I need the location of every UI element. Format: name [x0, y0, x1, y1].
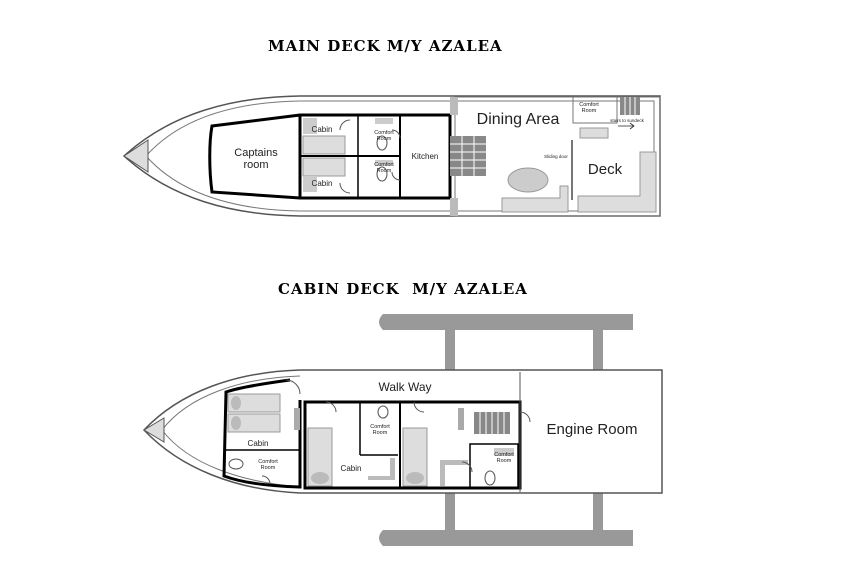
cabin-toilet-fore	[228, 458, 244, 470]
main-sink-lower	[375, 160, 393, 166]
cabin-strut-3	[445, 493, 455, 530]
cabin-fore-comfort-label-1: Comfort	[258, 459, 278, 465]
cabin-fore-bunk-1	[227, 393, 281, 413]
main-comfort-aft-label-2: Room	[582, 108, 597, 114]
main-captains-room-label-1: Captains	[234, 147, 278, 159]
cabin-aft-comfort-label-2: Room	[497, 458, 512, 464]
cabin-mid-counter	[368, 458, 395, 480]
main-stairs-sundeck-label: stairs to sundeck	[610, 118, 645, 123]
cabin-door-arc-3	[413, 401, 425, 413]
cabin-fore-comfort-label-2: Room	[261, 465, 276, 471]
cabin-engine-room-label: Engine Room	[547, 421, 638, 438]
main-comfort-upper-label-1: Comfort	[374, 130, 394, 136]
cabin-deck-title: CABIN DECK M/Y AZALEA	[278, 280, 528, 298]
main-comfort-aft-label-1: Comfort	[579, 102, 599, 108]
main-aft-counter	[579, 127, 609, 139]
cabin-walk-way-label: Walk Way	[378, 380, 431, 394]
cabin-fore-bunk-2	[227, 413, 281, 433]
main-captains-room-label-2: room	[243, 159, 268, 171]
cabin-strut-2	[593, 330, 603, 370]
main-bow-cone	[123, 139, 149, 173]
cabin-post-1	[294, 408, 300, 430]
main-door-arc-2	[339, 182, 351, 194]
cabin-mid-comfort-label-1: Comfort	[370, 424, 390, 430]
main-comfort-lower-label-1: Comfort	[374, 162, 394, 168]
main-toilet-upper	[376, 135, 388, 151]
cabin-door-arc-6	[261, 475, 271, 485]
cabin-mid-comfort-label-2: Room	[373, 430, 388, 436]
main-comfort-lower-label-2: Room	[377, 168, 392, 174]
cabin-aft-comfort-label-1: Comfort	[494, 452, 514, 458]
main-bunk-lower-b	[303, 176, 317, 192]
main-bunk-upper	[302, 135, 346, 155]
main-door-post-bottom	[450, 198, 458, 216]
main-deck-plan: Captains room Cabin Cabin Comfort Room C…	[122, 95, 661, 217]
cabin-outrigger-top	[379, 314, 633, 330]
main-bunk-lower	[302, 157, 346, 177]
main-cabin-lower-label: Cabin	[312, 179, 333, 188]
main-door-arc-1	[339, 119, 351, 131]
main-door-arc-4	[391, 171, 401, 181]
cabin-sink-aft	[494, 448, 514, 456]
cabin-strut-4	[593, 493, 603, 530]
cabin-door-arc-5	[461, 461, 473, 473]
main-comfort-upper-label-2: Room	[377, 136, 392, 142]
cabin-post-2	[458, 408, 464, 430]
cabin-deck-plan: Walk Way Cabin Comfort Room Comfort Room…	[142, 314, 663, 546]
cabin-outrigger-bottom	[379, 530, 633, 546]
cabin-fore-cabin-wall	[222, 378, 302, 489]
main-toilet-lower	[376, 166, 388, 182]
main-door-arc-3	[391, 129, 401, 139]
main-deck-label: Deck	[588, 161, 623, 178]
cabin-strut-1	[445, 330, 455, 370]
main-dining-bench	[501, 185, 569, 213]
main-sliding-door-label: Sliding door	[544, 154, 568, 159]
cabin-stairs	[474, 412, 510, 434]
cabin-door-arc-1	[285, 379, 301, 395]
cabin-toilet-mid	[377, 405, 389, 419]
cabin-toilet-aft	[484, 470, 496, 486]
cabin-door-arc-2	[325, 401, 337, 413]
main-stairs	[450, 136, 486, 176]
cabin-fore-cabin-label: Cabin	[248, 439, 269, 448]
main-bunk-upper-b	[303, 118, 317, 134]
main-sink-upper	[375, 118, 393, 124]
cabin-bow-cone	[143, 417, 165, 443]
cabin-mid-cabin-label: Cabin	[341, 464, 362, 473]
cabin-door-arc-4	[519, 411, 531, 423]
main-stairs-arrow-icon	[618, 122, 635, 130]
main-deck-bench	[577, 151, 657, 213]
main-dining-table	[507, 167, 549, 193]
main-cabin-upper-label: Cabin	[312, 125, 333, 134]
main-aft-comfort	[572, 96, 618, 124]
main-door-post-top	[450, 97, 458, 115]
main-deck-title: MAIN DECK M/Y AZALEA	[268, 37, 503, 55]
main-dining-area-label: Dining Area	[477, 111, 560, 128]
main-kitchen-label: Kitchen	[412, 152, 439, 161]
main-interior-wall	[208, 113, 452, 200]
